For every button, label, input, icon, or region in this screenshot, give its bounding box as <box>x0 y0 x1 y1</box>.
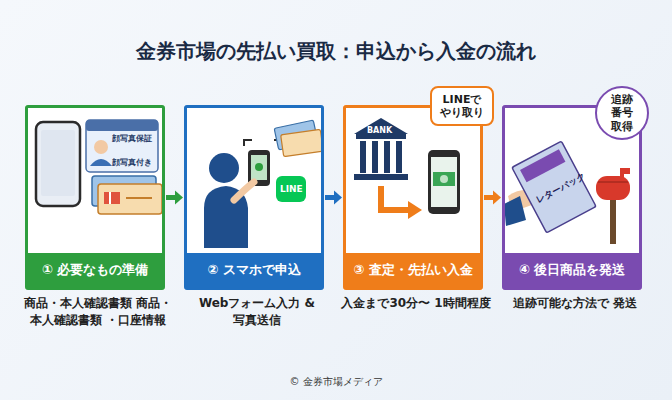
callout-text: LINEで やり取り <box>436 93 488 119</box>
callout-text: 追跡 番号 取得 <box>609 93 635 133</box>
step-heading-band: ④ 後日商品を発送 <box>505 253 639 287</box>
illustration-label: 顔写真付き <box>112 157 152 168</box>
step-heading-band: ② スマホで申込 <box>187 253 321 287</box>
step-description: Webフォーム入力 &写真送信 <box>177 295 337 330</box>
step-heading-band: ③ 査定・先払い入金 <box>346 253 480 287</box>
illustration-label: 顔写真保証 <box>112 133 152 144</box>
step-heading-band: ① 必要なもの準備 <box>28 253 162 287</box>
flow-arrow <box>166 191 183 205</box>
flow-arrow <box>484 191 501 205</box>
diagram-title: 金券市場の先払い買取：申込から入金の流れ <box>0 38 672 65</box>
illustration-label: LINE <box>280 184 303 194</box>
step-heading: ② スマホで申込 <box>207 261 301 279</box>
callout-circle: 追跡 番号 取得 <box>595 86 649 140</box>
step-card: Webフォーム入力 &写真送信② スマホで申込 <box>184 105 324 290</box>
copyright-caption: © 金券市場メディア <box>0 375 672 389</box>
speech-bubble: LINEで やり取り <box>430 86 494 126</box>
illustration-label: BANK <box>367 126 392 135</box>
step-card: 入金まで30分〜 1時間程度③ 査定・先払い入金LINEで やり取り <box>343 105 483 290</box>
step-card: 商品・本人確認書類 商品・本人確認書類 ・口座情報① 必要なもの準備 <box>25 105 165 290</box>
bubble-text: 追跡 番号 取得 <box>609 93 635 133</box>
step-card: 追跡可能な方法で 発送④ 後日商品を発送追跡 番号 取得 <box>502 105 642 290</box>
step-description: 入金まで30分〜 1時間程度 <box>336 295 496 312</box>
step-heading: ④ 後日商品を発送 <box>519 261 626 279</box>
flow-arrow <box>325 191 342 205</box>
step-description: 追跡可能な方法で 発送 <box>495 295 655 312</box>
step-heading: ① 必要なもの準備 <box>42 261 149 279</box>
step-heading: ③ 査定・先払い入金 <box>353 261 473 279</box>
step-description: 商品・本人確認書類 商品・本人確認書類 ・口座情報 <box>18 295 178 330</box>
bubble-text: LINEで やり取り <box>436 93 488 119</box>
